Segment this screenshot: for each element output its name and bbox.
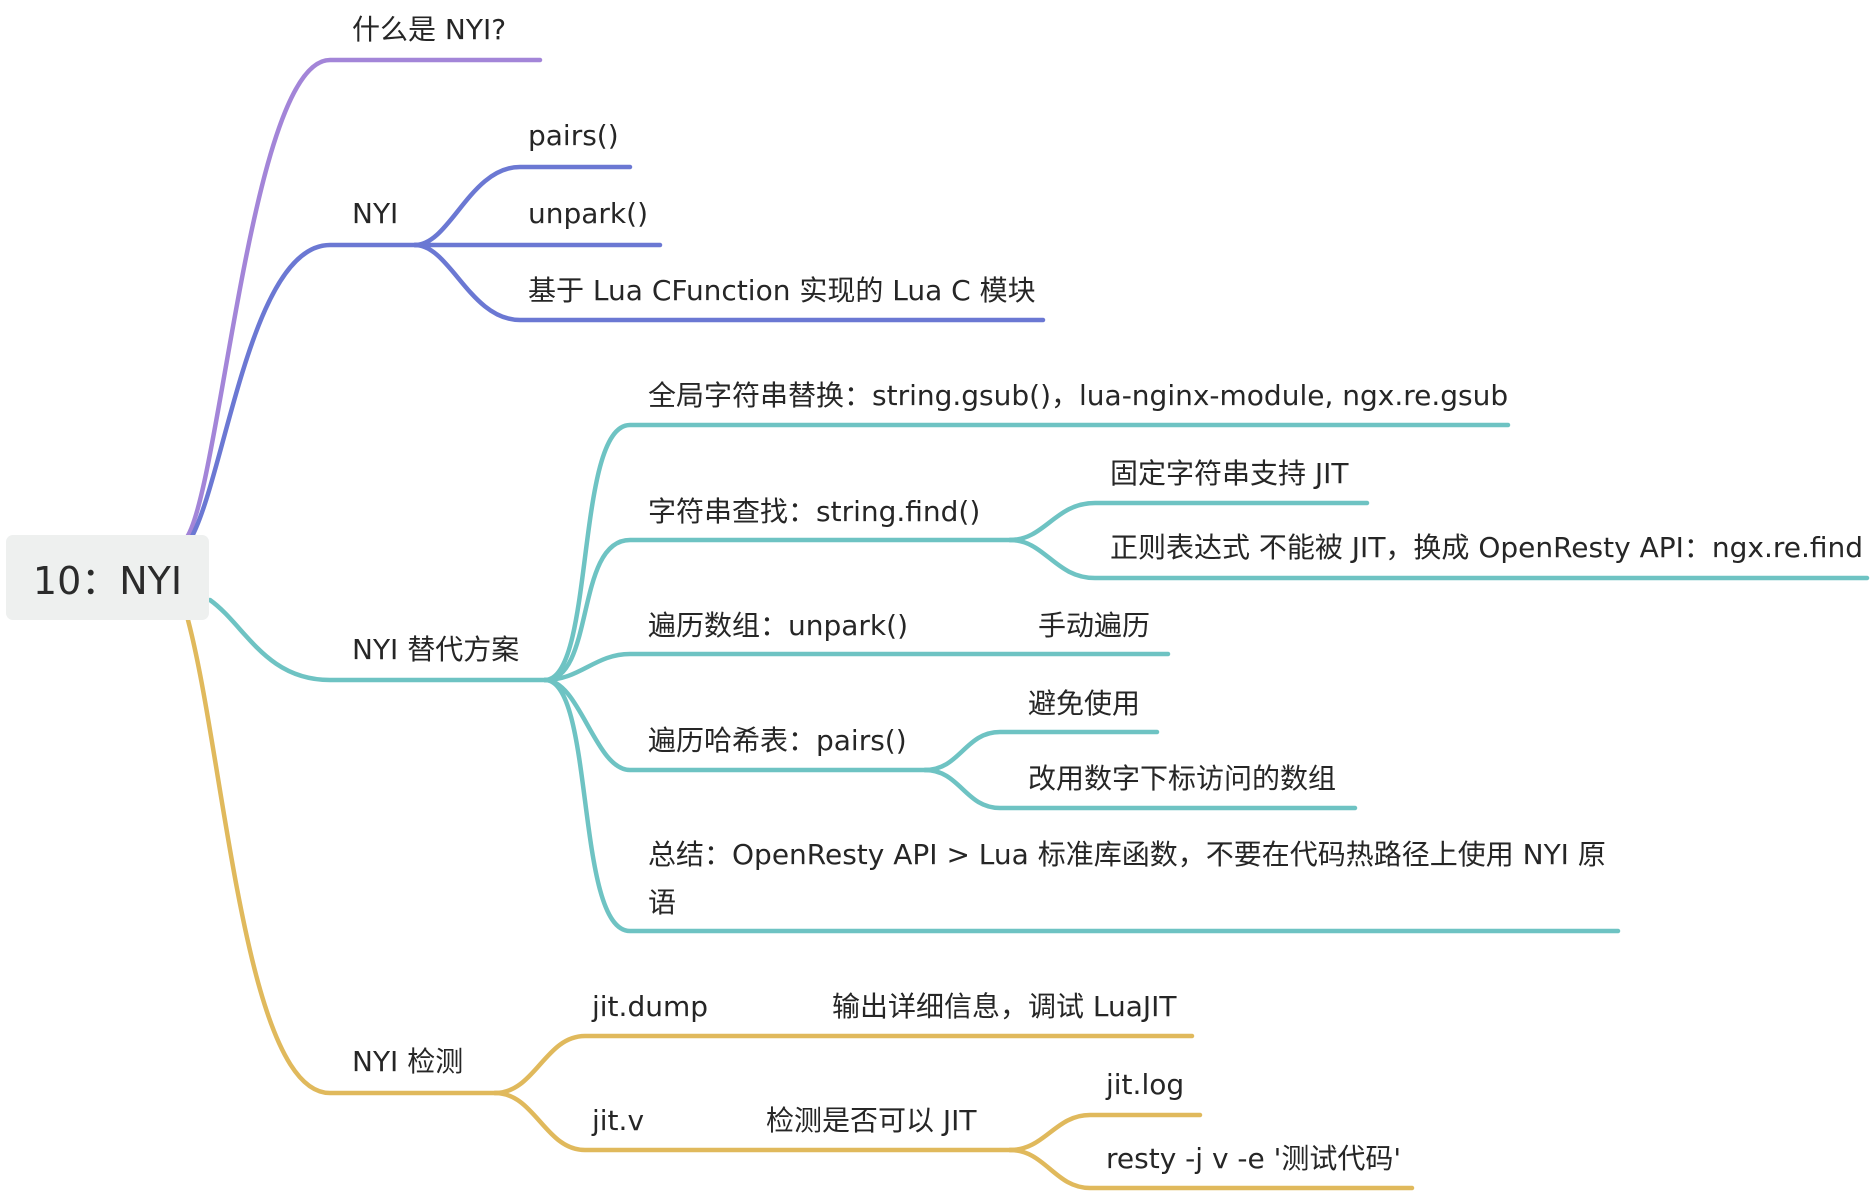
- node-alt-gsub[interactable]: 全局字符串替换：string.gsub()，lua-nginx-module, …: [648, 379, 1509, 412]
- node-alt-find[interactable]: 字符串查找：string.find(): [648, 495, 981, 528]
- root-label: 10：NYI: [32, 559, 183, 603]
- connector-find-fixed: [1007, 500, 1370, 543]
- node-hash-use-array[interactable]: 改用数字下标访问的数组: [1028, 762, 1337, 795]
- connector-v-resty: [1007, 1147, 1415, 1191]
- node-find-fixed-jit[interactable]: 固定字符串支持 JIT: [1110, 457, 1349, 490]
- node-array-manual[interactable]: 手动遍历: [1038, 609, 1151, 642]
- connector-detect-dump: [492, 1033, 1195, 1096]
- connector-what-is: [182, 57, 543, 543]
- connector-detect-v: [492, 1090, 1018, 1153]
- connector-v-log: [1007, 1112, 1203, 1153]
- connector-hash-avoid: [922, 729, 1160, 773]
- node-jit-v-desc[interactable]: 检测是否可以 JIT: [766, 1104, 977, 1137]
- node-jit-dump-desc[interactable]: 输出详细信息，调试 LuaJIT: [832, 990, 1177, 1023]
- connector-alt-find: [542, 537, 1018, 683]
- connector-detect: [185, 617, 503, 1096]
- node-alt-array[interactable]: 遍历数组：unpark(): [648, 609, 908, 642]
- node-find-regex[interactable]: 正则表达式 不能被 JIT，换成 OpenResty API：ngx.re.fi…: [1110, 531, 1864, 564]
- connector-alternatives: [207, 597, 553, 683]
- connector-alt-summary: [542, 677, 1621, 934]
- connector-nyi: [187, 242, 433, 543]
- node-jit-log[interactable]: jit.log: [1106, 1068, 1185, 1101]
- connector-alt-array: [542, 651, 1171, 683]
- node-resty-cmd[interactable]: resty -j v -e '测试代码': [1106, 1142, 1402, 1175]
- connector-find-regex: [1007, 537, 1870, 581]
- node-nyi-cfunction[interactable]: 基于 Lua CFunction 实现的 Lua C 模块: [528, 274, 1036, 307]
- node-nyi-pairs[interactable]: pairs(): [528, 119, 619, 152]
- root-node[interactable]: 10：NYI: [6, 535, 209, 620]
- connector-hash-array: [922, 767, 1358, 811]
- node-hash-avoid[interactable]: 避免使用: [1028, 687, 1141, 720]
- node-what-is-nyi[interactable]: 什么是 NYI?: [352, 13, 507, 46]
- node-detect[interactable]: NYI 检测: [352, 1045, 464, 1078]
- node-jit-v[interactable]: jit.v: [592, 1104, 645, 1137]
- connector-alt-gsub: [542, 422, 1511, 683]
- node-alt-hash[interactable]: 遍历哈希表：pairs(): [648, 724, 907, 757]
- node-alt-summary[interactable]: 总结：OpenResty API > Lua 标准库函数，不要在代码热路径上使用…: [648, 838, 1606, 919]
- node-nyi[interactable]: NYI: [352, 197, 399, 230]
- node-alternatives[interactable]: NYI 替代方案: [352, 633, 520, 666]
- connector-nyi-cfunction: [412, 242, 1046, 323]
- connector-nyi-pairs: [412, 164, 633, 248]
- node-nyi-unpark[interactable]: unpark(): [528, 197, 648, 230]
- node-jit-dump[interactable]: jit.dump: [592, 990, 709, 1023]
